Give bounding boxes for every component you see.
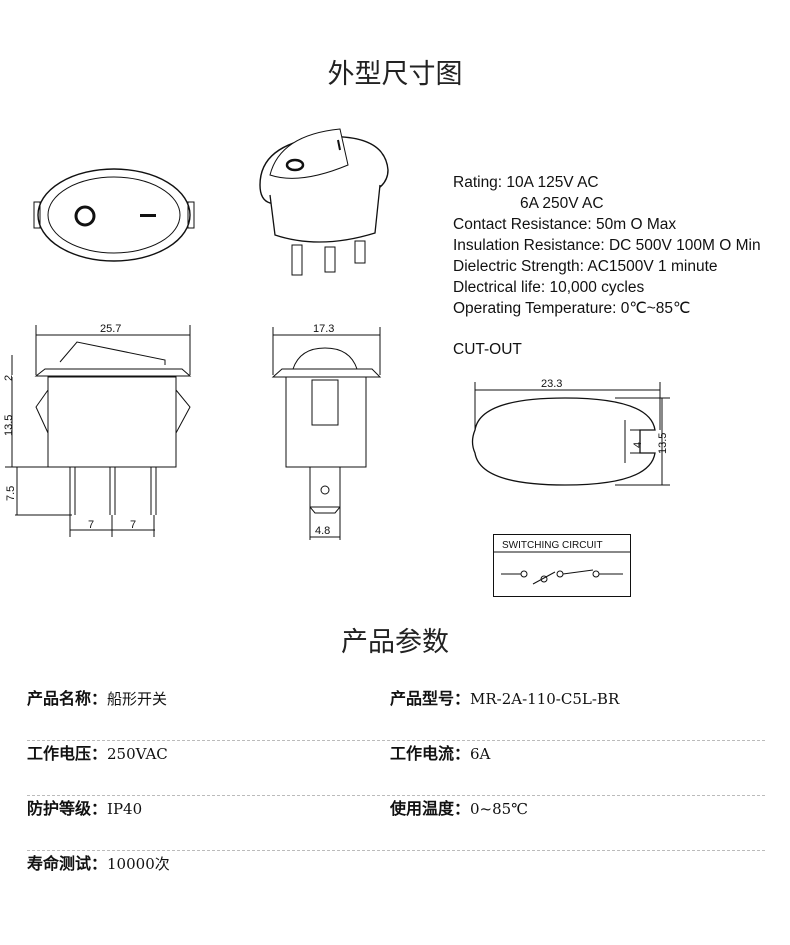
switch-front-view-drawing: 25.7 2 13.5 7.5 7 7 [3,323,192,537]
param-key: 产品名称： [27,689,108,708]
circuit-label: SWITCHING CIRCUIT [502,540,603,551]
dim-pitch-2: 7 [130,519,136,531]
param-value: 6A [470,745,491,763]
param-value: 0~85℃ [470,800,528,818]
spec-line: Rating: 10A 125V AC [453,174,599,191]
cutout-label: CUT-OUT [453,341,522,358]
param-value: IP40 [107,800,143,818]
section-title-dimensions: 外型尺寸图 [327,59,463,90]
spec-line: Insulation Resistance: DC 500V 100M O Mi… [453,237,761,254]
spec-line: Dlectrical life: 10,000 cycles [453,279,645,296]
spec-line: Dielectric Strength: AC1500V 1 minute [453,258,718,275]
dim-cutout-notch: 4 [632,442,644,448]
dim-top: 2 [3,375,15,381]
param-key: 产品型号： [390,689,471,708]
dim-terminal: 4.8 [315,525,330,537]
param-value: 10000次 [107,855,170,873]
dim-cutout-width: 23.3 [541,378,562,390]
param-row: 寿命测试：10000次 [27,850,765,905]
dim-cutout-height: 13.5 [657,433,669,454]
electrical-specs: Rating: 10A 125V AC 6A 250V AC Contact R… [453,172,761,319]
section-title-parameters: 产品参数 [341,627,449,658]
switch-side-view-drawing: 17.3 4.8 [271,323,382,540]
param-value: MR-2A-110-C5L-BR [470,690,620,708]
dim-pitch-1: 7 [88,519,94,531]
switching-circuit-diagram: SWITCHING CIRCUIT [493,534,631,597]
spec-line: Operating Temperature: 0℃~85℃ [453,300,691,317]
param-key: 使用温度： [390,799,471,818]
dim-body: 13.5 [3,415,15,436]
spec-line: 6A 250V AC [520,195,604,212]
switch-top-view-drawing [33,168,195,262]
dim-side-width: 17.3 [313,323,334,335]
cutout-drawing: 23.3 4 13.5 [471,378,670,486]
param-value: 船形开关 [107,690,168,708]
dim-width: 25.7 [100,323,121,335]
param-value: 250VAC [107,745,168,763]
param-key: 防护等级： [27,799,108,818]
param-key: 工作电流： [390,744,471,763]
param-row: 产品名称：船形开关 产品型号：MR-2A-110-C5L-BR [27,685,765,741]
param-key: 工作电压： [27,744,108,763]
param-row: 工作电压：250VAC 工作电流：6A [27,740,765,796]
param-key: 寿命测试： [27,854,108,873]
spec-line: Contact Resistance: 50m O Max [453,216,677,233]
switch-perspective-drawing [259,128,389,276]
param-row: 防护等级：IP40 使用温度：0~85℃ [27,795,765,851]
dim-pin: 7.5 [5,486,17,501]
